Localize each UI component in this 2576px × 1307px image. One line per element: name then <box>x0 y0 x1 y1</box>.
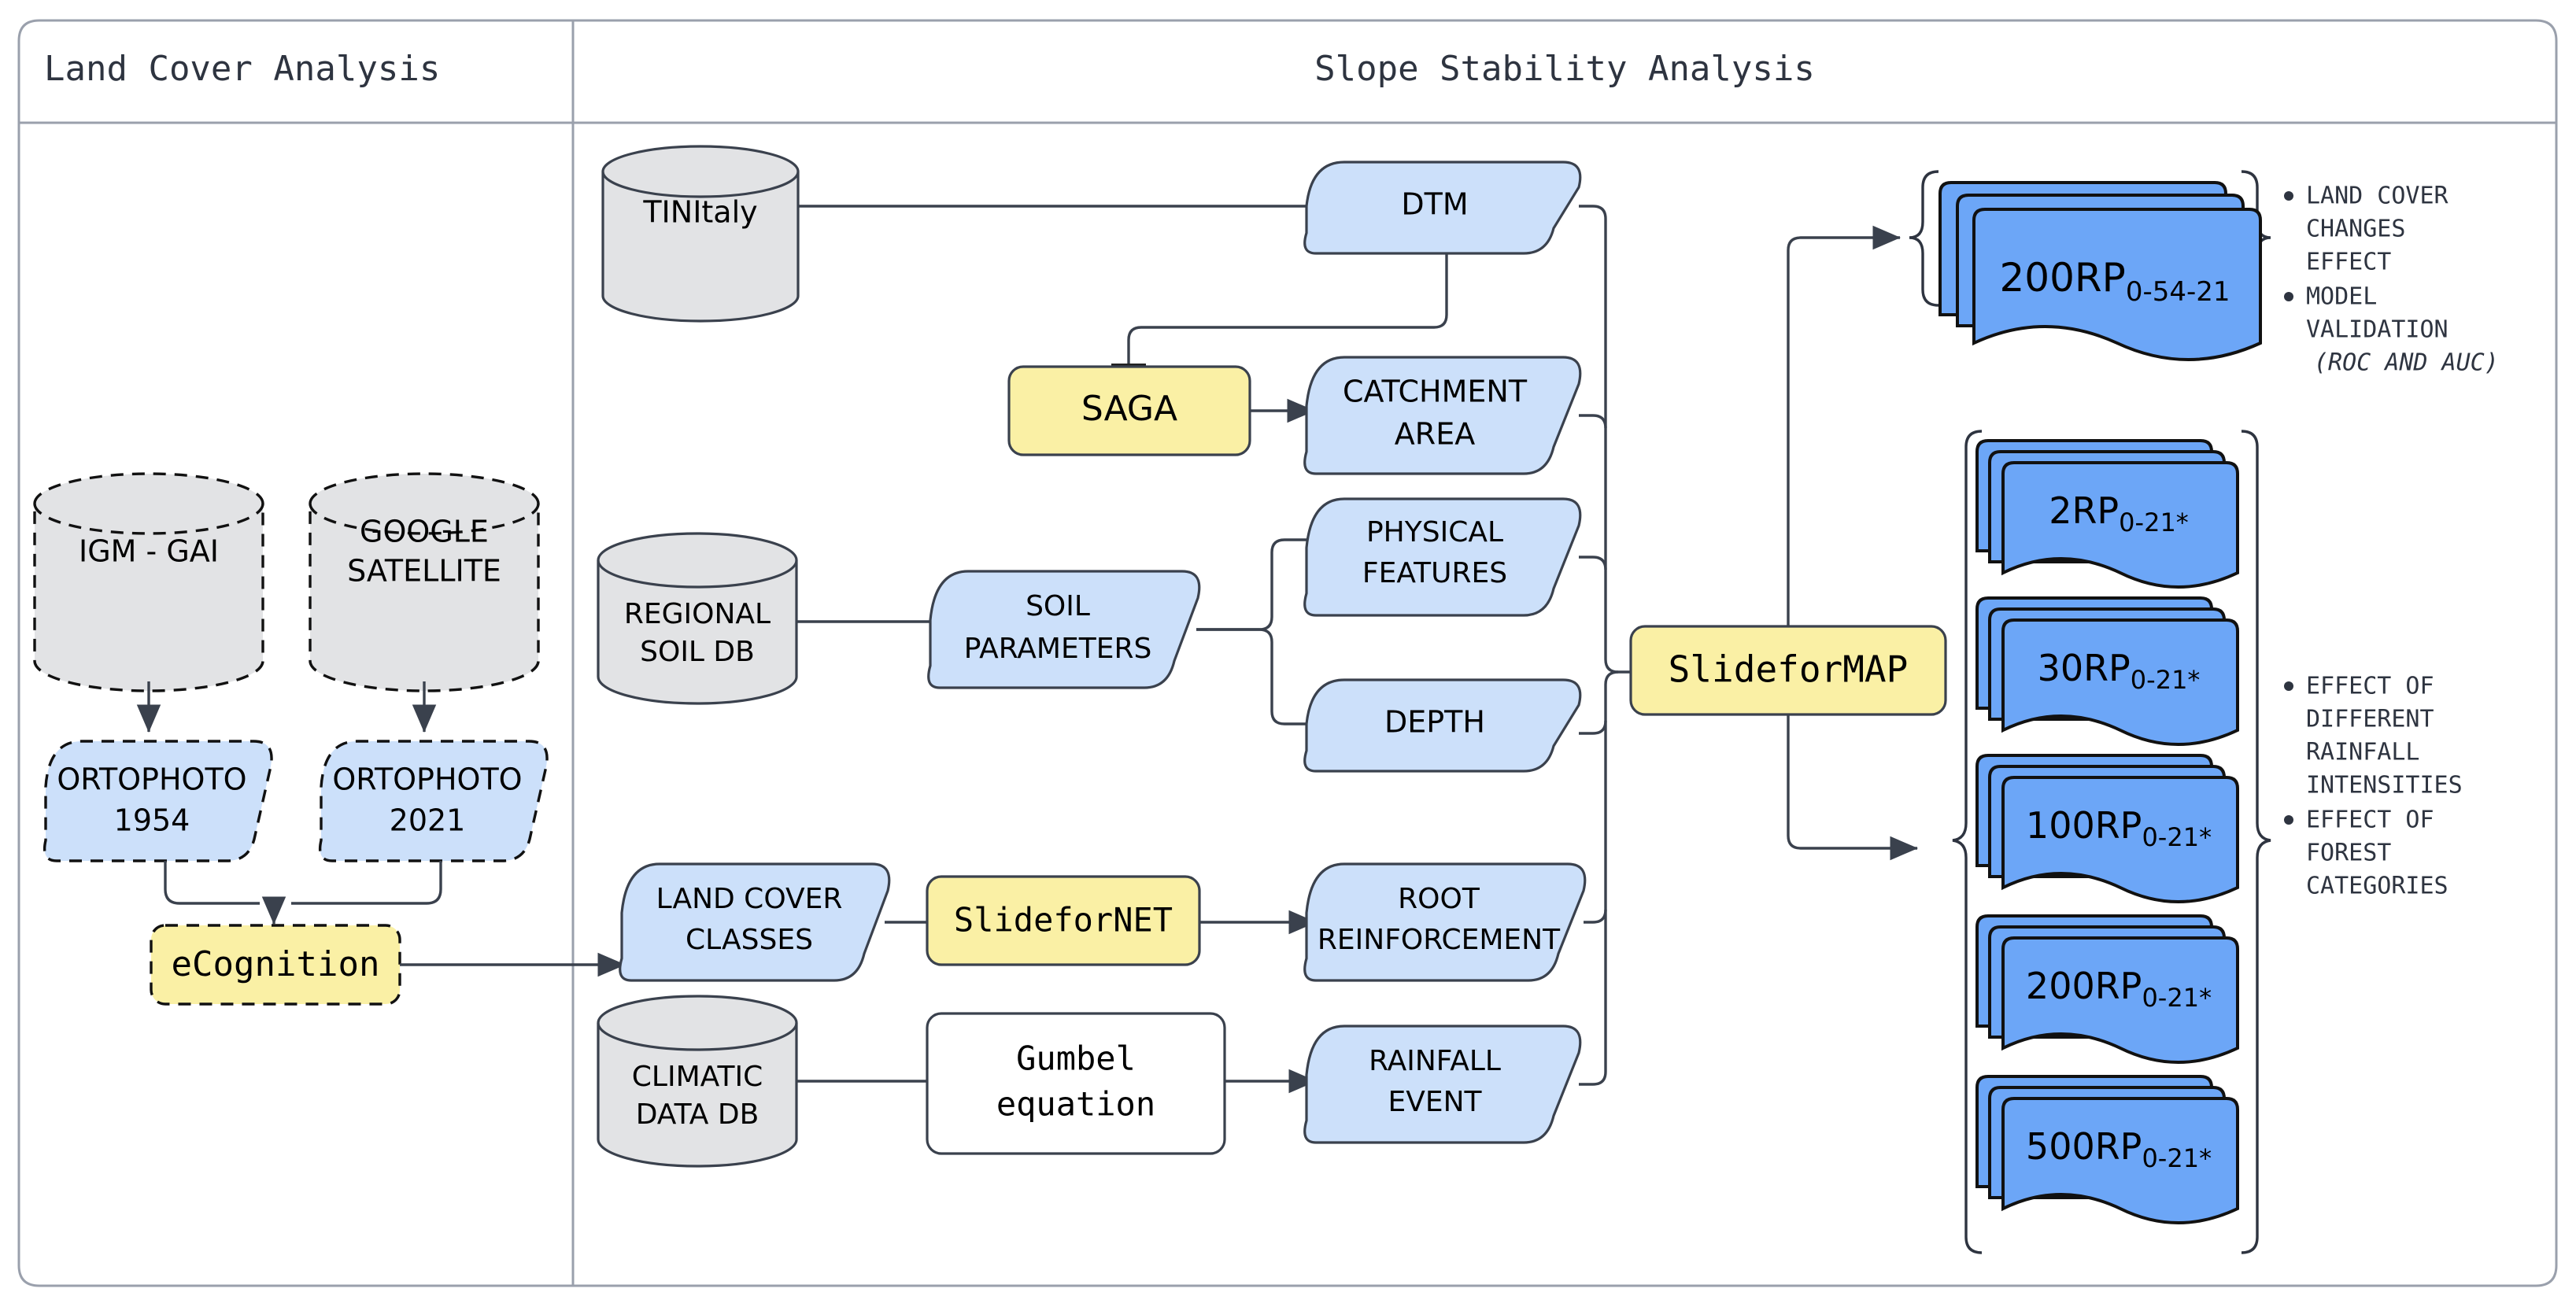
validation-note-line-5: VALIDATION <box>2306 316 2448 344</box>
google-satellite-db-label-1: GOOGLE <box>360 515 489 549</box>
dtm-node-label: DTM <box>1401 187 1468 222</box>
climatic-data-db-label-1: CLIMATIC <box>632 1061 763 1093</box>
soil-parameters-node-label-1: SOIL <box>1026 590 1090 622</box>
ortophoto-1954-label-2: 1954 <box>114 803 190 838</box>
validation-note-line-2: CHANGES <box>2306 216 2405 243</box>
scenario-notes: EFFECT OF DIFFERENT RAINFALL INTENSITIES… <box>2284 673 2463 900</box>
bullet-dot-icon-2 <box>2284 292 2293 301</box>
scenario-note-line-1: EFFECT OF <box>2306 673 2434 700</box>
tinitaly-db-label: TINItaly <box>642 195 757 230</box>
gumbel-process-label-2: equation <box>996 1085 1155 1124</box>
physical-features-node-label-2: FEATURES <box>1362 557 1507 589</box>
edge-ortophotos-to-ecognition <box>164 861 260 905</box>
bullet-dot-icon-4 <box>2284 815 2293 825</box>
climatic-data-db: CLIMATIC DATA DB <box>597 995 798 1168</box>
slidefornet-process-label: SlideforNET <box>954 901 1173 940</box>
scenario-brace-right <box>2241 430 2271 1254</box>
root-reinforcement-node-label-2: REINFORCEMENT <box>1318 924 1561 956</box>
slidefornet-process: SlideforNET <box>926 875 1201 966</box>
saga-process: SAGA <box>1007 365 1251 456</box>
bullet-dot-icon <box>2284 191 2293 201</box>
output-stack-30rp-label: 30RP0-21* <box>2038 647 2201 696</box>
ortophoto-2021-label-2: 2021 <box>390 803 466 838</box>
validation-notes: LAND COVER CHANGES EFFECT MODEL VALIDATI… <box>2284 183 2499 377</box>
output-stack-200rp-0-54-21-sheet-1 <box>1972 208 2262 361</box>
land-cover-classes-node-label-1: LAND COVER <box>656 883 843 915</box>
validation-output-group: 200RP0-54-21 <box>1909 170 2271 361</box>
validation-note-line-4: MODEL <box>2306 283 2377 311</box>
catchment-area-node: CATCHMENT AREA <box>1303 356 1582 475</box>
panel-frame <box>17 19 2558 1287</box>
saga-process-label: SAGA <box>1081 389 1177 429</box>
physical-features-node-label-1: PHYSICAL <box>1366 516 1503 548</box>
output-stack-500rp-label: 500RP0-21* <box>2026 1125 2212 1174</box>
physical-features-node: PHYSICAL FEATURES <box>1303 497 1582 617</box>
rainfall-event-node-label-2: EVENT <box>1388 1086 1482 1118</box>
soil-parameters-node-label-2: PARAMETERS <box>964 633 1152 665</box>
gumbel-process: Gumbel equation <box>926 1012 1226 1155</box>
output-stack-500rp: 500RP0-21* <box>1975 1075 2239 1224</box>
validation-note-line-6: (ROC AND AUC) <box>2314 349 2499 377</box>
root-reinforcement-node-label-1: ROOT <box>1398 883 1480 915</box>
ecognition-process: eCognition <box>150 924 401 1006</box>
google-satellite-db-label-2: SATELLITE <box>347 554 501 589</box>
left-panel-title: Land Cover Analysis <box>44 49 440 89</box>
output-stack-100rp: 100RP0-21* <box>1975 754 2239 903</box>
validation-note-line-1: LAND COVER <box>2306 183 2449 210</box>
scenario-note-line-3: RAINFALL <box>2306 739 2420 766</box>
edge-soilparams-split-down <box>1196 628 1313 725</box>
root-reinforcement-node: ROOT REINFORCEMENT <box>1303 862 1587 982</box>
ortophoto-1954: ORTOPHOTO 1954 <box>43 740 273 862</box>
gumbel-process-label-1: Gumbel <box>1016 1039 1136 1078</box>
dtm-node: DTM <box>1303 161 1582 255</box>
scenario-output-group: 2RP0-21* 30RP0-21* 100RP0-21* <box>1952 430 2271 1254</box>
output-stack-200rp-0-54-21-label: 200RP0-54-21 <box>1999 255 2230 308</box>
land-cover-classes-node: LAND COVER CLASSES <box>619 862 891 982</box>
output-stack-30rp: 30RP0-21* <box>1975 596 2239 746</box>
right-panel-title: Slope Stability Analysis <box>1314 49 1815 89</box>
output-stack-2rp: 2RP0-21* <box>1975 439 2239 589</box>
scenario-note-line-4: INTENSITIES <box>2306 772 2463 799</box>
depth-node-label: DEPTH <box>1384 705 1485 740</box>
ecognition-process-label: eCognition <box>172 944 380 984</box>
scenario-note-line-2: DIFFERENT <box>2306 706 2434 733</box>
soil-parameters-node: SOIL PARAMETERS <box>927 570 1201 689</box>
edge-dtm-to-saga <box>1127 253 1448 367</box>
slideformap-process: SlideforMAP <box>1629 625 1947 716</box>
slideformap-process-label: SlideforMAP <box>1669 648 1909 691</box>
bullet-dot-icon-3 <box>2284 681 2293 691</box>
regional-soil-db-label-1: REGIONAL <box>624 598 771 630</box>
rainfall-event-node-label-1: RAINFALL <box>1369 1045 1501 1077</box>
climatic-data-db-label-2: DATA DB <box>636 1098 759 1131</box>
google-satellite-db: GOOGLE SATELLITE <box>309 472 540 692</box>
scenario-note-line-7: CATEGORIES <box>2306 873 2448 900</box>
scenario-note-line-5: EFFECT OF <box>2306 807 2434 834</box>
rainfall-event-node: RAINFALL EVENT <box>1303 1025 1582 1144</box>
validation-note-line-3: EFFECT <box>2306 249 2391 276</box>
validation-brace-left <box>1909 170 1939 307</box>
ortophoto-1954-label-1: ORTOPHOTO <box>57 762 246 797</box>
catchment-area-node-label-2: AREA <box>1395 417 1475 452</box>
slideformap-output-bus <box>1787 225 1919 861</box>
catchment-area-node-label-1: CATCHMENT <box>1343 375 1528 409</box>
ortophoto-2021: ORTOPHOTO 2021 <box>318 740 549 862</box>
tinitaly-db: TINItaly <box>601 145 800 323</box>
output-stack-200rp: 200RP0-21* <box>1975 914 2239 1064</box>
output-stack-200rp-label: 200RP0-21* <box>2026 965 2212 1013</box>
regional-soil-db-label-2: SOIL DB <box>640 636 755 668</box>
output-stack-100rp-label: 100RP0-21* <box>2026 804 2212 853</box>
scenario-note-line-6: FOREST <box>2306 840 2391 867</box>
igm-gai-db: IGM - GAI <box>33 472 264 692</box>
depth-node: DEPTH <box>1303 678 1582 773</box>
ortophoto-2021-label-1: ORTOPHOTO <box>332 762 522 797</box>
output-stack-2rp-label: 2RP0-21* <box>2049 489 2189 538</box>
regional-soil-db: REGIONAL SOIL DB <box>597 532 798 705</box>
edge-ortophoto2021-down <box>291 861 442 905</box>
slideformap-input-bus <box>1579 205 1634 1086</box>
land-cover-classes-node-label-2: CLASSES <box>686 924 813 956</box>
igm-gai-db-label: IGM - GAI <box>79 534 219 569</box>
scenario-brace-left <box>1952 430 1983 1254</box>
